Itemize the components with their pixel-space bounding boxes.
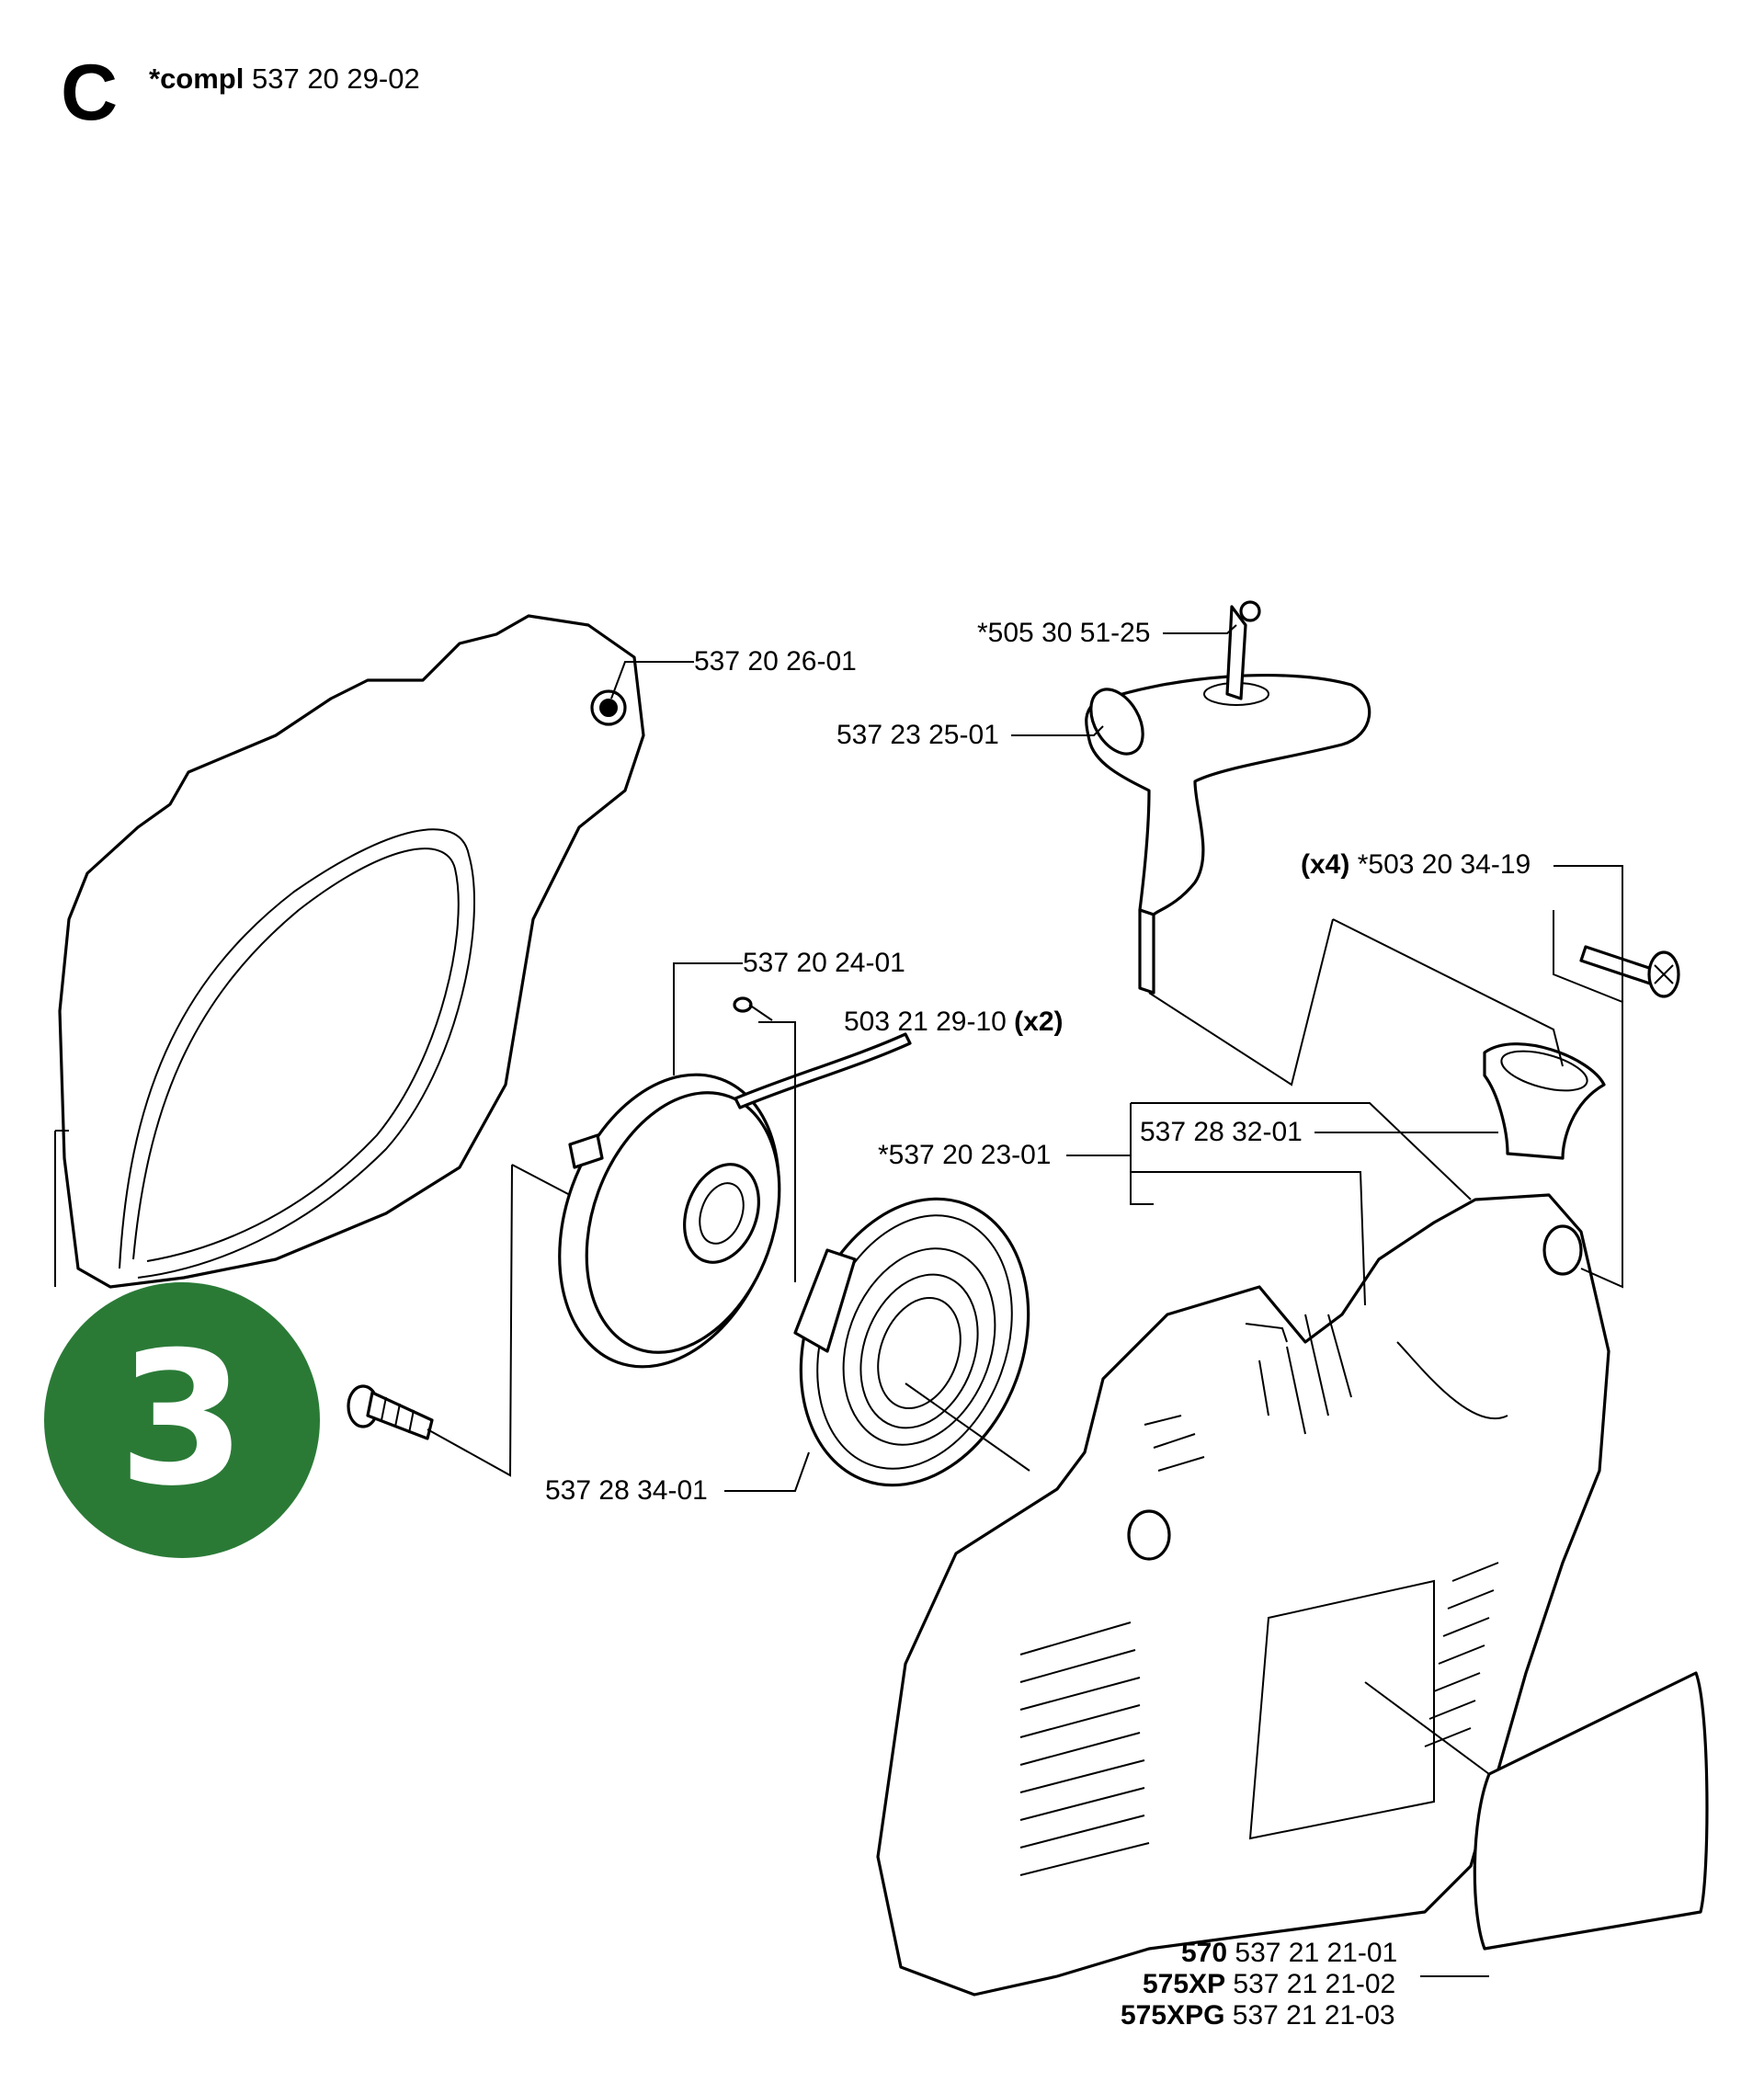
model-name: 570 xyxy=(1181,1938,1228,1968)
callout-pulley: 537 20 24-01 xyxy=(743,948,905,978)
screw-x4-part xyxy=(1579,945,1680,998)
callout-starter-housing: *537 20 23-01 xyxy=(878,1140,1052,1170)
callout-screw-x4: (x4) *503 20 34-19 xyxy=(1301,851,1531,879)
starter-handle-part xyxy=(1085,600,1371,995)
screw-x4-number: *503 20 34-19 xyxy=(1357,849,1531,880)
badge-number: 3 xyxy=(118,1313,246,1527)
callout-starter-handle: 537 23 25-01 xyxy=(836,720,999,750)
starter-housing-part xyxy=(876,1193,1610,1997)
screw-x2-qty: (x2) xyxy=(1014,1007,1064,1037)
screw-x2-part xyxy=(733,996,773,1021)
callout-screw-x2: 503 21 29-10 (x2) xyxy=(844,1008,1064,1036)
model-name: 575XP xyxy=(1143,1969,1226,1999)
model-part-number: 537 21 21-03 xyxy=(1232,2000,1395,2031)
bolt-part xyxy=(347,1384,434,1440)
callout-rope-guide: 537 28 32-01 xyxy=(1140,1117,1303,1147)
callout-recoil-spring: 537 28 34-01 xyxy=(545,1475,708,1506)
section-letter: C xyxy=(61,49,119,137)
leader-lines xyxy=(427,624,1623,1977)
model-row-575xp: 575XP 537 21 21-02 xyxy=(1143,1971,1395,1998)
badge-circle: 3 xyxy=(44,1282,320,1558)
screw-x4-qty: (x4) xyxy=(1301,849,1350,880)
fan-housing-cover-part xyxy=(54,614,645,1289)
model-name: 575XPG xyxy=(1121,2000,1225,2031)
model-row-570: 570 537 21 21-01 xyxy=(1181,1940,1397,1967)
model-part-number: 537 21 21-01 xyxy=(1235,1938,1398,1968)
compl-kit-line: *compl 537 20 29-02 xyxy=(149,63,420,96)
compl-prefix: *compl xyxy=(149,63,245,95)
callout-handle-knot: *505 30 51-25 xyxy=(977,618,1151,648)
recoil-spring-part xyxy=(793,1197,1030,1487)
callout-fan-housing-cover: 537 20 26-01 xyxy=(694,646,857,677)
pulley-part xyxy=(558,1032,912,1369)
compl-part-number: 537 20 29-02 xyxy=(251,63,420,95)
model-row-575xpg: 575XPG 537 21 21-03 xyxy=(1121,2002,1395,2030)
rope-guide-part xyxy=(1483,1042,1606,1160)
decal-part xyxy=(1473,1671,1709,1951)
model-part-number: 537 21 21-02 xyxy=(1233,1969,1396,1999)
screw-x2-number: 503 21 29-10 xyxy=(844,1007,1007,1037)
